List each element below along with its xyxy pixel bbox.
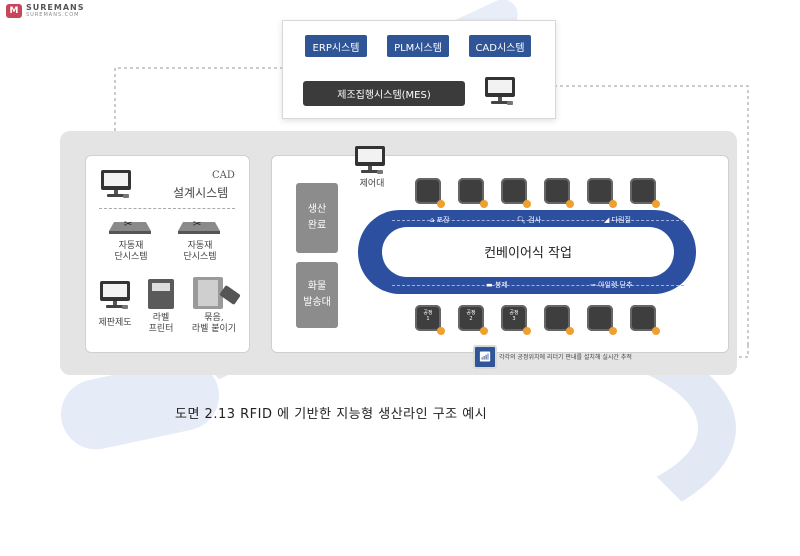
control-desk-label: 제어대 — [359, 179, 385, 189]
production-complete-box: 생산 완료 — [296, 183, 338, 253]
machine-process-1: 공정 1 — [415, 305, 445, 335]
button-tool-icon: ⊸ — [590, 281, 599, 289]
figure-caption: 도면 2.13 RFID 에 기반한 지능형 생산라인 구조 예시 — [175, 407, 488, 422]
conveyor-bottom-track — [392, 285, 684, 286]
pattern-computer-icon — [100, 281, 130, 311]
conveyor-top-track — [392, 220, 684, 221]
machine-top-2 — [458, 178, 488, 208]
step-inspection: 🔍︎ 검사 — [517, 216, 542, 224]
machine-bottom-5 — [587, 305, 617, 335]
machine-top-3 — [501, 178, 531, 208]
cad-divider — [99, 208, 235, 209]
rfid-to-mes-line — [540, 85, 749, 345]
mes-system: 제조집행시스템(MES) — [303, 81, 465, 106]
hanger-icon: ⌂ — [430, 216, 437, 224]
logo-name: SUREMANS — [26, 3, 85, 12]
conveyor-center — [382, 227, 674, 277]
machine-bottom-4 — [544, 305, 574, 335]
machine-top-6 — [630, 178, 660, 208]
machine-top-5 — [587, 178, 617, 208]
iron-icon: ◢ — [604, 216, 612, 224]
pattern-making-label: 제판제도 — [98, 318, 132, 328]
label-printer-icon — [148, 279, 174, 309]
cad-computer-icon — [101, 170, 131, 200]
magnifier-icon: 🔍︎ — [517, 216, 529, 224]
cad-title-line1: CAD — [212, 170, 235, 181]
machine-top-1 — [415, 178, 445, 208]
machine-top-4 — [544, 178, 574, 208]
auto-cutter-icon-2: ✂ — [178, 219, 220, 236]
step-ironing: ◢ 다림질 — [604, 216, 631, 224]
sewing-machine-icon: ▬ — [486, 281, 495, 289]
label-printer-label: 라벨 프린터 — [148, 313, 174, 334]
rfid-reader-icon: 📶︎ — [473, 345, 497, 369]
site-logo: M SUREMANS SUREMANS.COM — [6, 4, 85, 18]
cad-system: CAD시스템 — [469, 35, 531, 57]
bundle-icon — [193, 277, 223, 309]
auto-cutter-icon-1: ✂ — [109, 219, 151, 236]
cad-title-line2: 설계시스템 — [173, 186, 229, 200]
conveyor-label: 컨베이어식 작업 — [484, 246, 572, 261]
shipping-box: 화물 발송대 — [296, 262, 338, 328]
machine-process-2: 공정 2 — [458, 305, 488, 335]
plm-system: PLM시스템 — [387, 35, 449, 57]
bundle-label: 묶음, 라벨 붙이기 — [191, 313, 237, 334]
step-eyelet-button: ⊸ 아일렛 단추 — [590, 281, 633, 289]
auto-cutter-label-1: 자동재 단시스템 — [114, 241, 148, 262]
step-packing: ⌂ 포장 — [430, 216, 450, 224]
cad-design-card — [85, 155, 250, 353]
logo-mark: M — [6, 4, 22, 18]
logo-sub: SUREMANS.COM — [26, 12, 80, 18]
step-sewing: ▬ 봉제 — [486, 281, 508, 289]
rfid-note: 각각의 공정위치에 리더기 판내를 설치해 실시간 추적 — [499, 354, 632, 361]
mes-computer-icon — [485, 77, 515, 107]
erp-system: ERP시스템 — [305, 35, 367, 57]
control-desk-computer-icon — [355, 146, 385, 176]
auto-cutter-label-2: 자동재 단시스템 — [183, 241, 217, 262]
enterprise-systems-box: ERP시스템 PLM시스템 CAD시스템 제조집행시스템(MES) — [282, 20, 556, 119]
machine-process-3: 공정 3 — [501, 305, 531, 335]
machine-bottom-6 — [630, 305, 660, 335]
